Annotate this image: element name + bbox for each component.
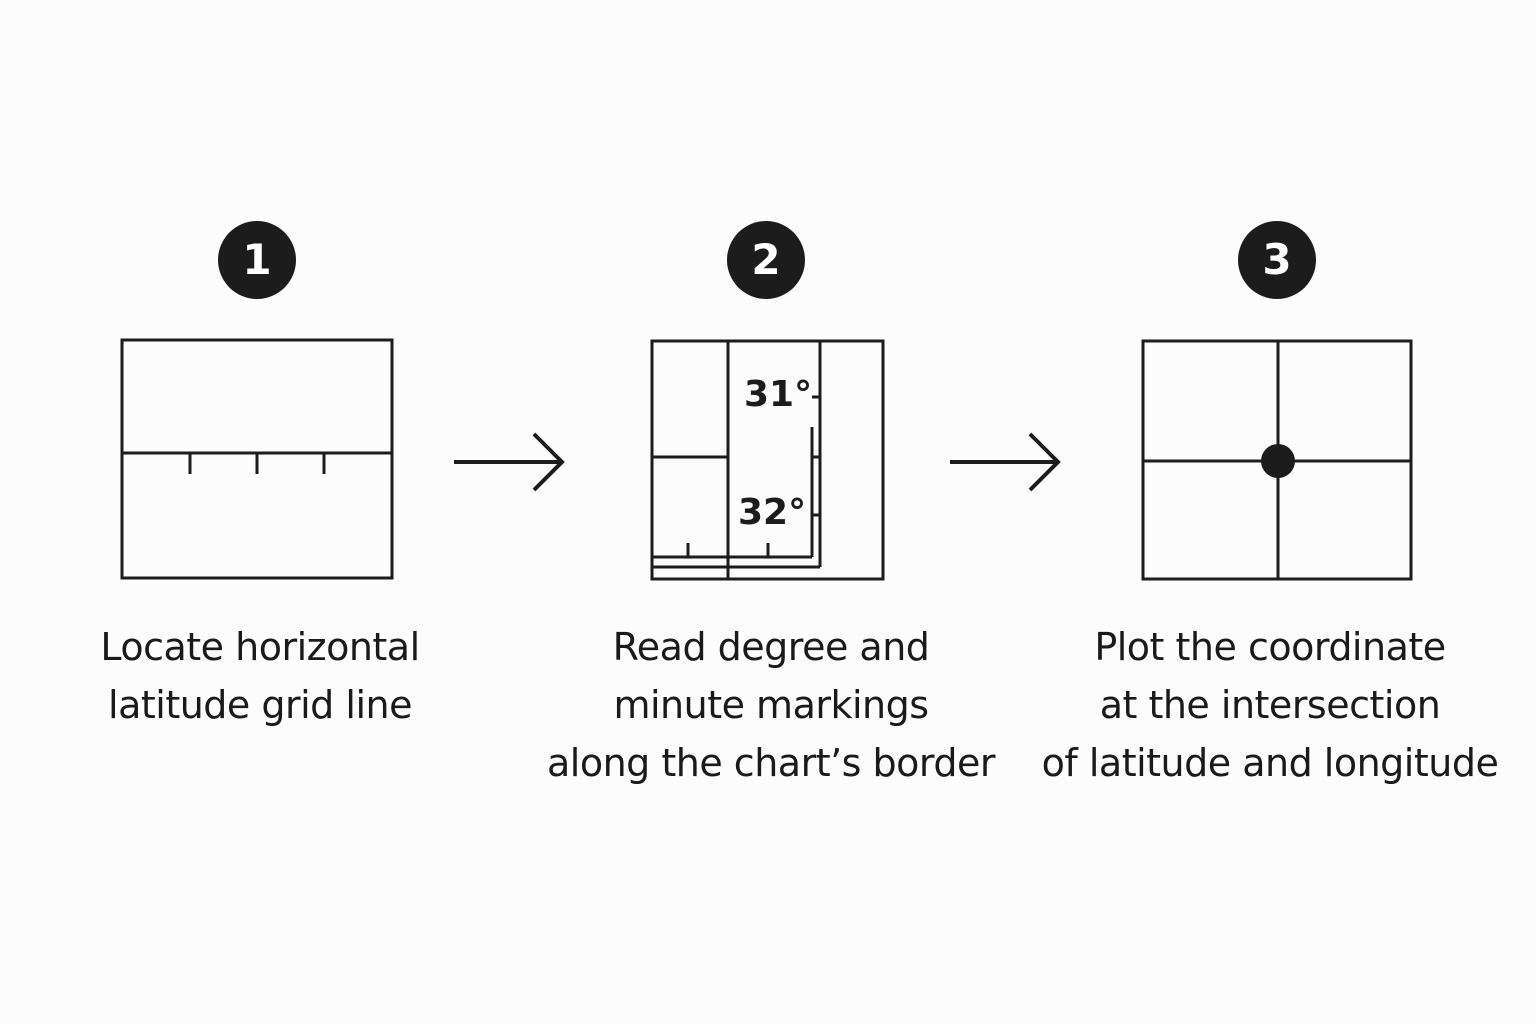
coordinate-intersection-figure <box>1141 339 1413 581</box>
caption-line: latitude grid line <box>108 683 412 727</box>
caption-line: Read degree and <box>612 625 930 669</box>
caption-line: at the intersection <box>1099 683 1441 727</box>
step-3-caption: Plot the coordinate at the intersection … <box>1030 618 1510 792</box>
step-1-badge: 1 <box>218 221 296 299</box>
caption-line: Locate horizontal <box>100 625 420 669</box>
chart-frame <box>120 338 394 580</box>
step-2-badge: 2 <box>727 221 805 299</box>
step-1-caption: Locate horizontal latitude grid line <box>20 618 500 734</box>
latitude-grid-line-figure <box>120 338 394 580</box>
caption-line: Plot the coordinate <box>1094 625 1446 669</box>
degree-marking-31: 31° <box>744 374 812 415</box>
caption-line: of latitude and longitude <box>1041 741 1499 785</box>
step-3-badge: 3 <box>1238 221 1316 299</box>
degree-minute-markings-figure: 31° 32° <box>650 339 885 581</box>
degree-marking-32: 32° <box>738 492 806 533</box>
caption-line: along the chart’s border <box>546 741 996 785</box>
chart-frame <box>650 339 885 581</box>
right-arrow-icon <box>950 432 1061 492</box>
caption-line: minute markings <box>613 683 929 727</box>
step-2-caption: Read degree and minute markings along th… <box>531 618 1011 792</box>
plotted-point <box>1261 444 1295 478</box>
right-arrow-icon <box>454 432 565 492</box>
